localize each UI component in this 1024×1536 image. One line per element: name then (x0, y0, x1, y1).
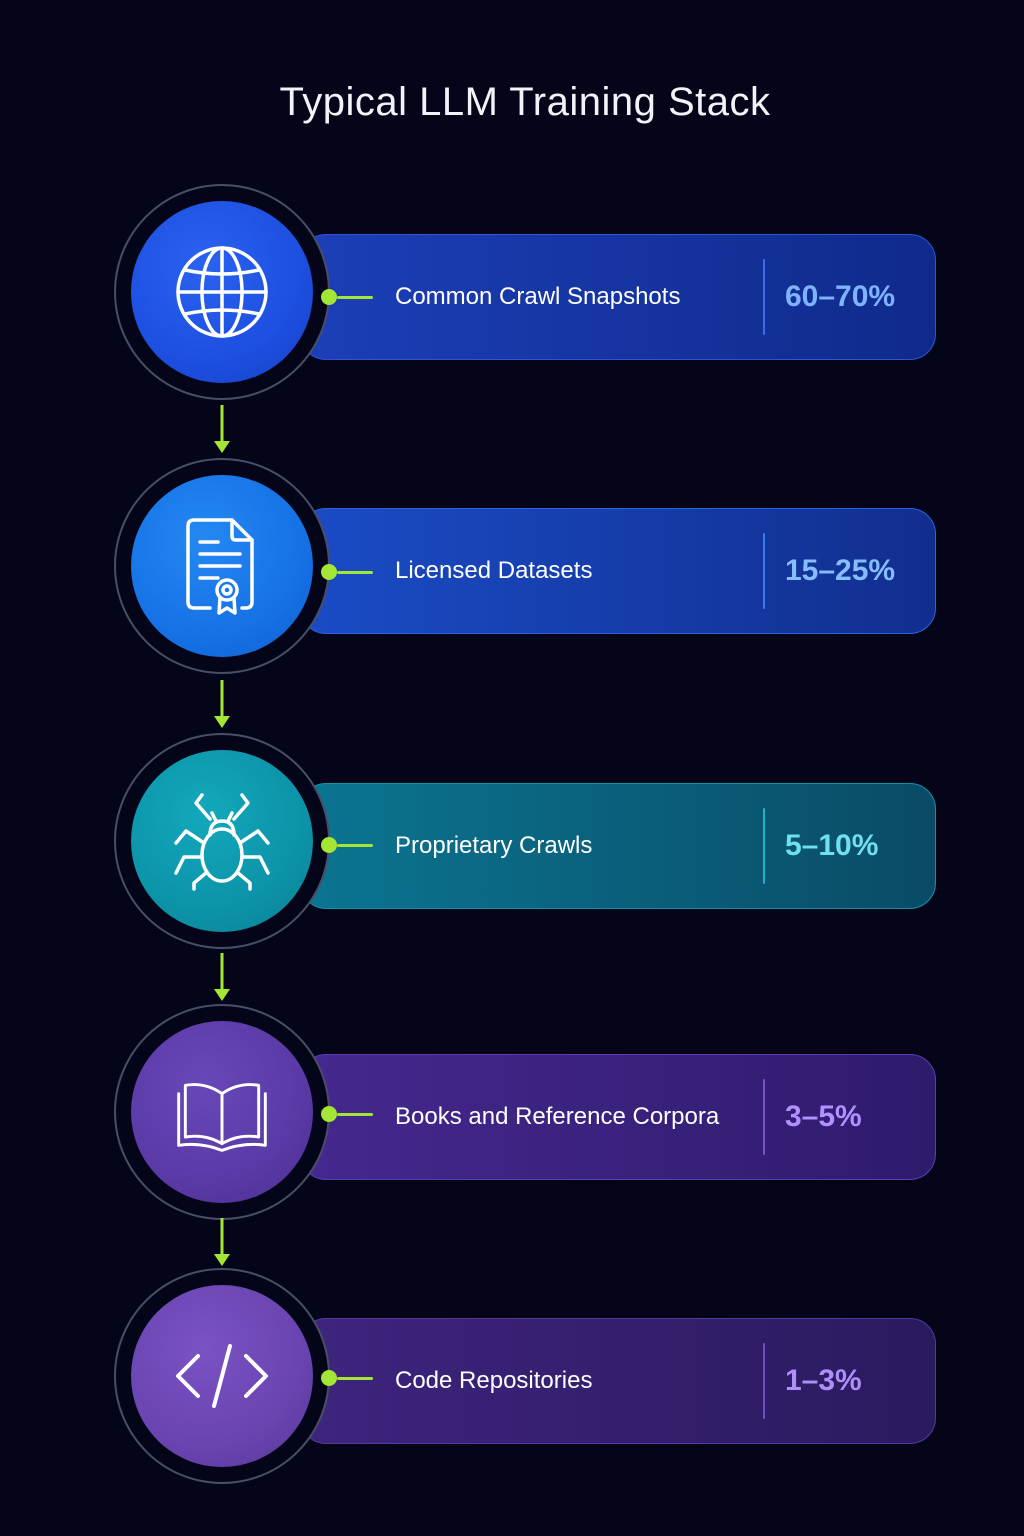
connector-line (337, 844, 373, 847)
stage-panel: Code Repositories 1–3% (300, 1318, 936, 1444)
flow-arrow-icon (214, 953, 230, 1001)
code-brackets-icon (176, 1344, 268, 1408)
stage-common-crawl: Common Crawl Snapshots 60–70% (0, 184, 1024, 404)
spider-icon (174, 793, 270, 891)
stage-label: Books and Reference Corpora (395, 1103, 720, 1130)
stage-icon-ring (114, 1004, 330, 1220)
stage-percent: 5–10% (785, 829, 879, 862)
connector-line (337, 571, 373, 574)
stage-panel: Common Crawl Snapshots 60–70% (300, 234, 936, 360)
stage-label: Code Repositories (395, 1367, 593, 1394)
connector-dot (321, 564, 337, 580)
stage-icon-circle (131, 201, 313, 383)
connector-line (337, 296, 373, 299)
flow-arrow-icon (214, 1218, 230, 1266)
stage-percent: 1–3% (785, 1364, 862, 1397)
open-book-icon (177, 1083, 267, 1152)
stage-percent: 60–70% (785, 280, 896, 313)
globe-icon (176, 246, 268, 338)
stage-books-reference: Books and Reference Corpora 3–5% (0, 1004, 1024, 1224)
stage-code-repositories: Code Repositories 1–3% (0, 1268, 1024, 1488)
stage-panel: Proprietary Crawls 5–10% (300, 783, 936, 909)
stage-icon-circle (131, 1021, 313, 1203)
connector-dot (321, 1106, 337, 1122)
stage-proprietary-crawls: Proprietary Crawls 5–10% (0, 733, 1024, 953)
stage-label: Common Crawl Snapshots (395, 283, 681, 310)
connector-dot (321, 289, 337, 305)
connector-dot (321, 837, 337, 853)
flow-arrow-icon (214, 405, 230, 453)
stage-icon-ring (114, 184, 330, 400)
stage-divider (763, 1343, 765, 1419)
stage-divider (763, 259, 765, 335)
stage-panel: Licensed Datasets 15–25% (300, 508, 936, 634)
stage-icon-ring (114, 1268, 330, 1484)
stage-icon-circle (131, 475, 313, 657)
stage-percent: 15–25% (785, 554, 896, 587)
stage-divider (763, 808, 765, 884)
page-title: Typical LLM Training Stack (279, 80, 771, 124)
certificate-document-icon (186, 518, 254, 615)
stage-percent: 3–5% (785, 1100, 862, 1133)
connector-line (337, 1377, 373, 1380)
stage-label: Proprietary Crawls (395, 832, 593, 859)
stage-divider (763, 1079, 765, 1155)
stage-licensed-datasets: Licensed Datasets 15–25% (0, 458, 1024, 678)
stage-panel: Books and Reference Corpora 3–5% (300, 1054, 936, 1180)
stage-icon-ring (114, 733, 330, 949)
stage-label: Licensed Datasets (395, 557, 593, 584)
flow-arrow-icon (214, 680, 230, 728)
stage-divider (763, 533, 765, 609)
stage-icon-ring (114, 458, 330, 674)
connector-dot (321, 1370, 337, 1386)
connector-line (337, 1113, 373, 1116)
stage-icon-circle (131, 750, 313, 932)
stage-icon-circle (131, 1285, 313, 1467)
